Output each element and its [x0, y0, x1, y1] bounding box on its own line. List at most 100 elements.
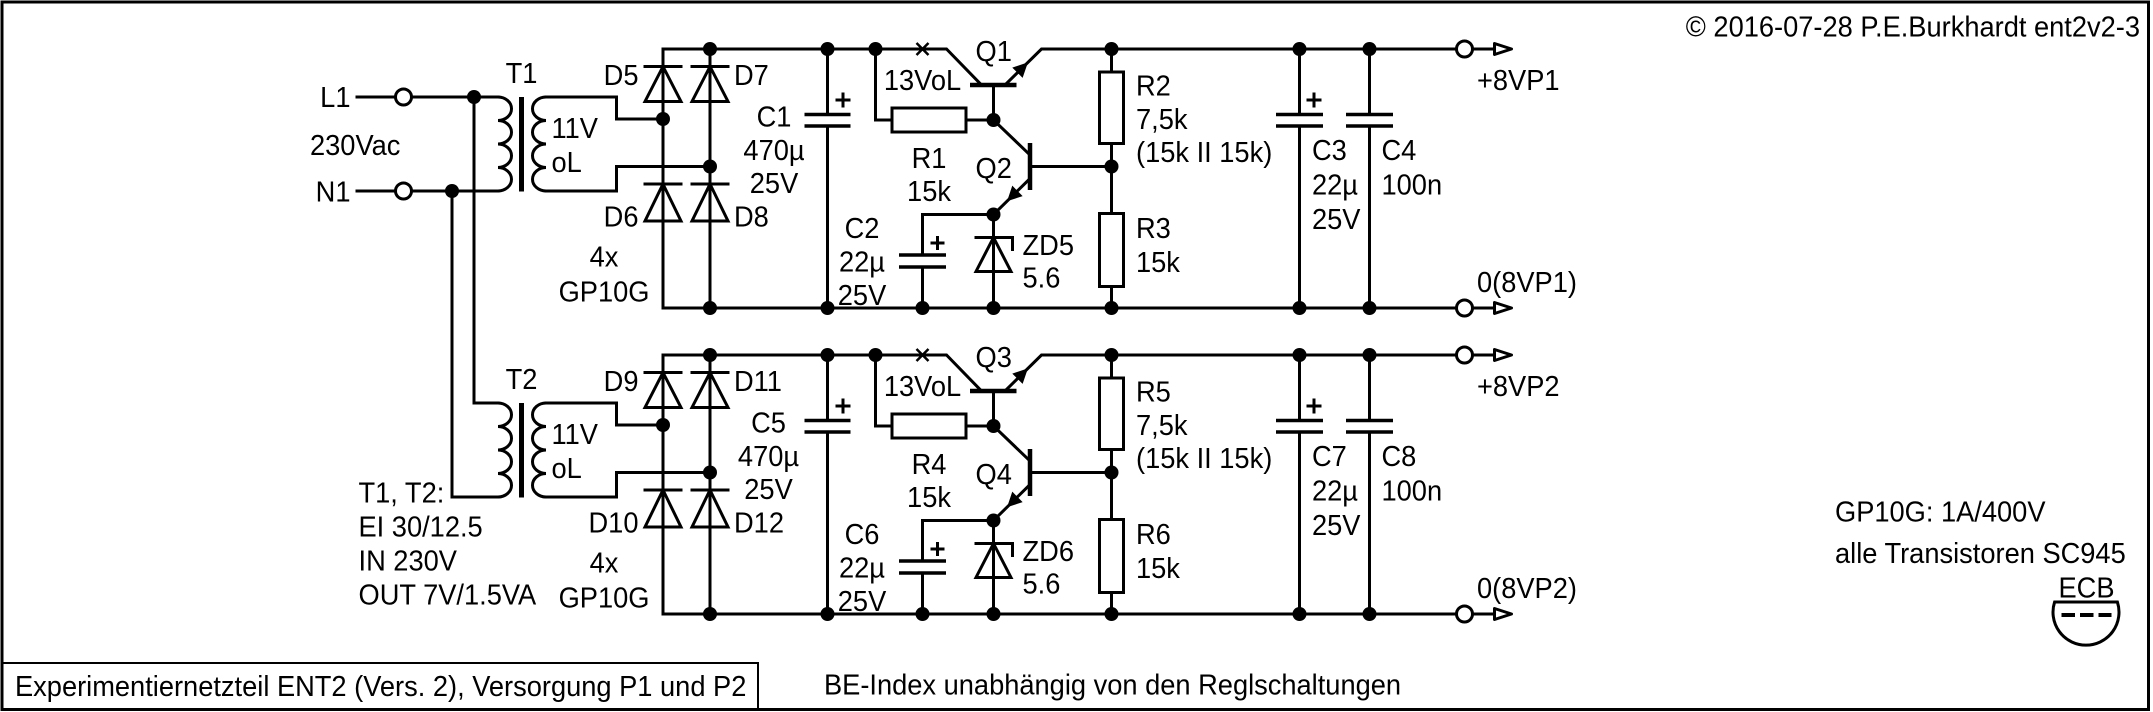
neutral-terminal-icon	[394, 181, 413, 201]
capacitor-ref-anchor: C5	[751, 407, 786, 439]
polarity-plus-icon	[835, 92, 851, 108]
capacitor-value: 100n	[1382, 475, 1443, 507]
polarity-plus-icon	[1306, 398, 1322, 414]
junction-dot	[703, 607, 717, 621]
capacitor-ref-anchor: C6	[845, 518, 880, 550]
transformer-output-spec-anchor: OUT 7V/1.5VA	[359, 579, 537, 611]
primary-winding	[496, 95, 513, 193]
capacitor-value-anchor: 22µ	[1312, 169, 1358, 201]
capacitor-ref: C8	[1382, 440, 1417, 472]
junction-dot	[820, 607, 835, 621]
lower-resistor-value-anchor: 15k	[1136, 246, 1181, 278]
resistor-body-upper	[1098, 70, 1125, 145]
junction-dot	[915, 607, 930, 621]
diode-ref: D9	[604, 365, 639, 397]
junction-dot	[1292, 301, 1307, 315]
diode-ref-anchor: D10	[589, 507, 639, 539]
rectifier-diode: D11	[689, 365, 782, 409]
secondary-load-state-label-anchor: oL	[552, 452, 582, 484]
output-label: 0(8VP1)	[1477, 266, 1577, 298]
capacitor-ref: C5	[751, 407, 786, 439]
secondary-wire-upper	[544, 401, 665, 427]
capacitor-voltage-anchor: 25V	[1312, 509, 1361, 541]
transistor-ref: Q2	[976, 152, 1012, 184]
transformer-ref-anchor: T2	[506, 363, 538, 395]
junction-dot	[1362, 348, 1377, 362]
resistor-ref-anchor: R4	[912, 448, 947, 480]
upper-resistor-value-anchor: 7,5k	[1136, 103, 1188, 135]
capacitor-voltage: 25V	[744, 473, 793, 505]
junction-dot	[703, 465, 717, 480]
upper-resistor-composition: (15k II 15k)	[1136, 136, 1272, 168]
capacitor-value: 100n	[1382, 169, 1443, 201]
secondary-winding	[531, 95, 548, 193]
regulator-transistor: Q2	[976, 117, 1113, 217]
diode-triangle	[689, 63, 731, 103]
output-arrow-icon	[1493, 301, 1513, 315]
output-arrow-icon	[1493, 42, 1513, 56]
capacitor-value-anchor: 22µ	[839, 552, 885, 584]
footnote-text: BE-Index unabhängig von den Reglschaltun…	[824, 669, 1401, 701]
resistor-body-lower	[1098, 518, 1125, 594]
capacitor-voltage-anchor: 25V	[750, 167, 799, 199]
diode-ref: D11	[734, 365, 782, 397]
capacitor-value: 470µ	[743, 134, 804, 166]
diode-ref-anchor: D9	[604, 365, 639, 397]
transistor-ref: Q1	[976, 35, 1012, 67]
drawing-title: Experimentiernetzteil ENT2 (Vers. 2), Ve…	[15, 670, 746, 702]
upper-resistor-composition-anchor: (15k II 15k)	[1136, 136, 1272, 168]
line-label-anchor: L1	[320, 81, 350, 113]
junction-dot	[1362, 301, 1377, 315]
output-label-anchor: 0(8VP2)	[1477, 572, 1577, 604]
diode-quantity-label: 4x	[590, 547, 619, 579]
positive-rail-to-collector	[661, 353, 984, 394]
polarity-plus-icon	[835, 398, 851, 414]
transformer-output-spec: OUT 7V/1.5VA	[359, 579, 537, 611]
transformer-input-spec: IN 230V	[359, 545, 458, 577]
junction-dot	[703, 301, 717, 315]
junction-dot	[1104, 42, 1119, 56]
output-arrow-icon	[1493, 607, 1513, 621]
rectifier-diode: D5	[604, 59, 684, 103]
transistor-ref: Q4	[976, 458, 1012, 490]
rectifier-diode: D9	[604, 365, 684, 409]
line-terminal-icon	[394, 87, 413, 107]
secondary-load-state-label-anchor: oL	[552, 146, 582, 178]
secondary-voltage-label: 11V	[552, 112, 599, 144]
diode-part-label-anchor: GP10G	[559, 582, 650, 614]
footnote-anchor: BE-Index unabhängig von den Reglschaltun…	[824, 669, 1401, 701]
line-feed-to-second-transformer	[472, 95, 500, 405]
secondary-voltage-label: 11V	[552, 418, 599, 450]
rectifier-diode: D6	[604, 180, 684, 233]
junction-dot	[820, 301, 835, 315]
diode-ref-anchor: D7	[734, 59, 769, 91]
junction-dot	[445, 184, 459, 198]
capacitor-value: 22µ	[1312, 475, 1358, 507]
diode-ref: D10	[589, 507, 639, 539]
junction-dot	[1292, 607, 1307, 621]
output-terminal-icon	[1455, 604, 1474, 624]
polarity-plus-icon	[1306, 92, 1322, 108]
junction-dots	[656, 42, 1377, 315]
capacitor-value-anchor: 22µ	[839, 246, 885, 278]
transformer-input-spec-anchor: IN 230V	[359, 545, 458, 577]
secondary-voltage-label-anchor: 11V	[552, 112, 599, 144]
zener-ref-anchor: ZD5	[1023, 229, 1074, 261]
neutral-feed-to-second-transformer	[450, 189, 500, 499]
capacitor-voltage-anchor: 25V	[838, 279, 887, 311]
transistor-ref-anchor: Q3	[976, 341, 1012, 373]
zener-triangle	[973, 234, 1014, 273]
neutral-terminal-label: N1	[316, 176, 351, 208]
regulator-transistor: Q4	[976, 423, 1113, 523]
capacitor-value-anchor: 100n	[1382, 475, 1443, 507]
junction-dot	[1104, 348, 1119, 362]
